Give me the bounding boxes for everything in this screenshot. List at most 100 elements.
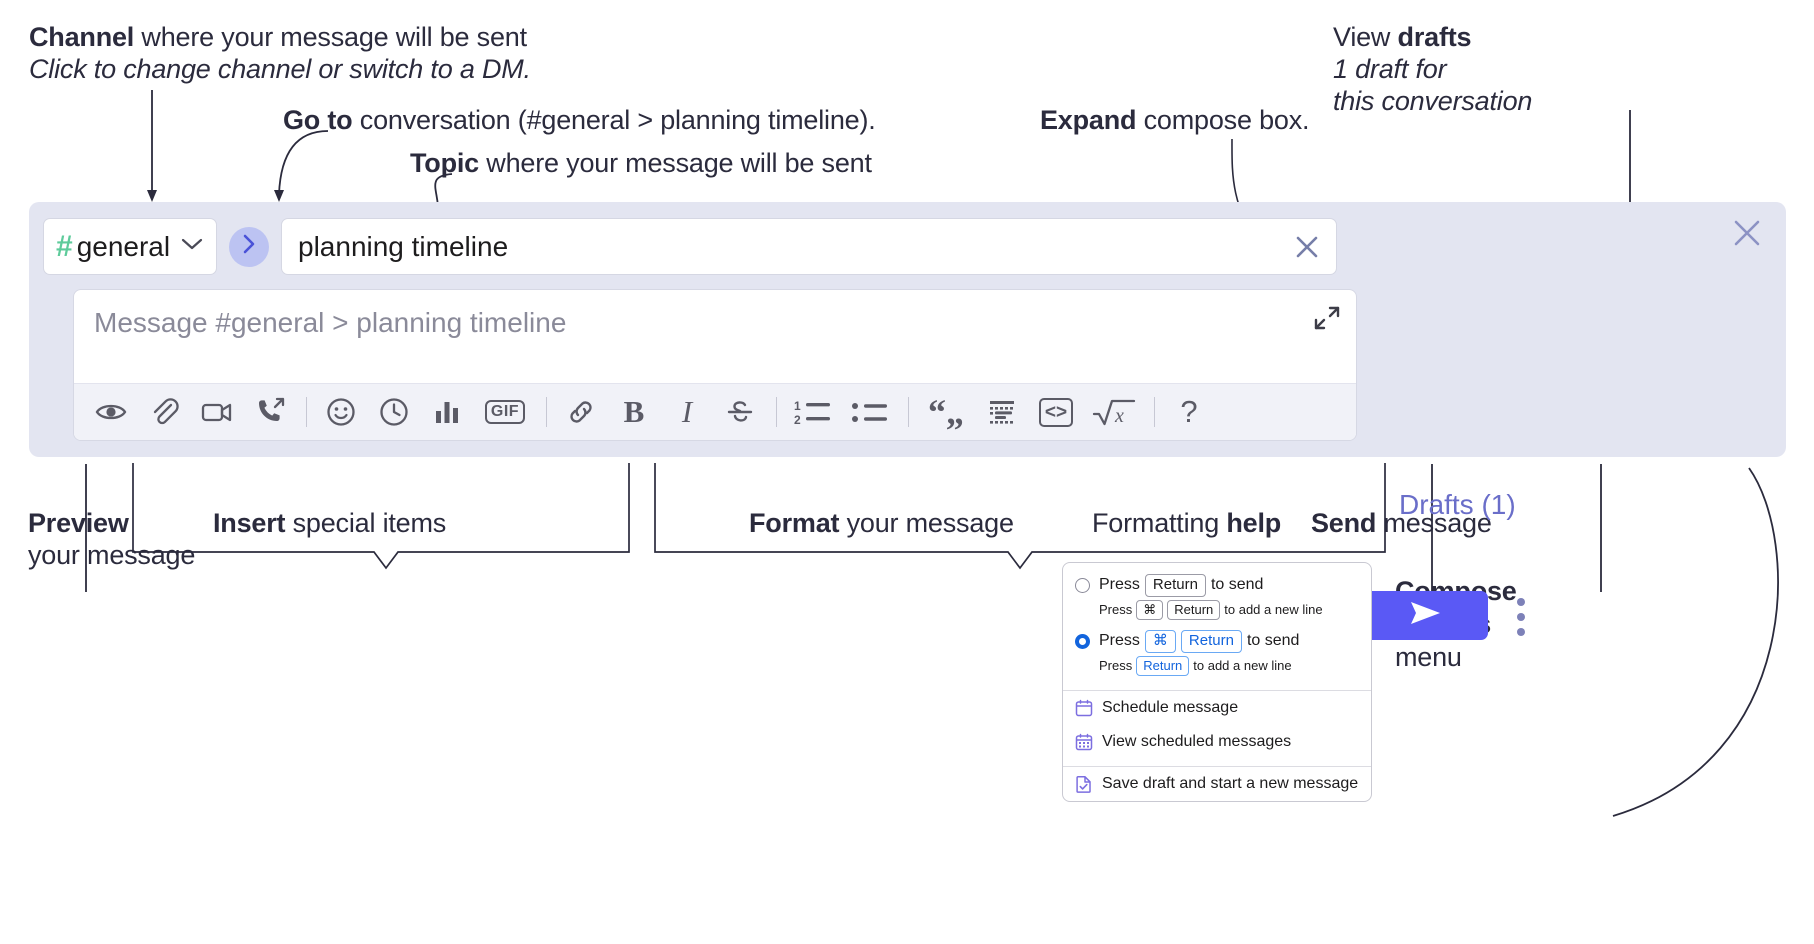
menu-item-label: Save draft and start a new message [1102, 775, 1359, 792]
annotation-drafts: View drafts 1 draft for this conversatio… [1333, 22, 1532, 118]
kebab-dot [1517, 598, 1525, 606]
message-compose-box[interactable]: Message #general > planning timeline [73, 289, 1357, 441]
toolbar-divider [546, 397, 547, 427]
blockquote-icon: “„ [928, 392, 964, 432]
radio-selected-icon[interactable] [1075, 633, 1090, 649]
code-snippet-button[interactable]: <> [1034, 391, 1078, 433]
toolbar-divider [776, 397, 777, 427]
italic-button[interactable]: I [666, 391, 708, 433]
poll-button[interactable] [426, 391, 468, 433]
key-return: Return [1167, 599, 1221, 620]
annotation-drafts-italic1: 1 draft for [1333, 53, 1447, 84]
annotation-formatting-help-bold: help [1226, 508, 1282, 538]
annotation-preview: Preview your message [28, 508, 195, 572]
calendar-schedule-icon [1075, 699, 1093, 717]
option-1-main: Press Return to send [1099, 574, 1263, 597]
annotation-expand-rest: compose box. [1136, 105, 1310, 135]
key-return: Return [1180, 630, 1242, 653]
kebab-dot [1517, 628, 1525, 636]
option-2-main: Press ⌘ Return to send [1099, 630, 1299, 653]
annotation-drafts-bold: drafts [1397, 22, 1472, 52]
annotation-send: Send message [1311, 508, 1492, 540]
channel-topic-row: # general planning timeline [43, 218, 1337, 275]
annotation-goto-rest: conversation (#general > planning timeli… [352, 105, 876, 135]
annotation-topic-rest: where your message will be sent [479, 148, 872, 178]
option-2-sub-pre: Press [1099, 658, 1133, 674]
blockquote-button[interactable]: “„ [922, 391, 970, 433]
topic-field[interactable]: planning timeline [281, 218, 1337, 275]
attach-button[interactable] [143, 391, 185, 433]
huddle-button[interactable] [249, 391, 291, 433]
gif-button[interactable]: GIF [479, 391, 531, 433]
option-2-post: to send [1246, 632, 1300, 650]
option-1-pre: Press [1099, 576, 1140, 594]
menu-item-label: View scheduled messages [1102, 733, 1292, 750]
key-return: Return [1136, 655, 1190, 676]
link-button[interactable] [560, 391, 602, 433]
svg-text:1: 1 [794, 399, 801, 413]
annotation-goto: Go to conversation (#general > planning … [283, 105, 876, 137]
math-button[interactable]: x [1089, 391, 1139, 433]
send-message-button[interactable] [1362, 591, 1488, 640]
menu-item-view-scheduled-messages[interactable]: View scheduled messages [1063, 725, 1371, 759]
compose-panel: # general planning timeline Message #gen… [29, 202, 1786, 640]
channel-selector[interactable]: # general [43, 218, 217, 275]
emoji-button[interactable] [320, 391, 362, 433]
option-press-return-to-send[interactable]: Press Return to send [1063, 571, 1371, 597]
preview-button[interactable] [90, 391, 132, 433]
topic-value: planning timeline [298, 230, 509, 262]
key-command: ⌘ [1144, 630, 1176, 653]
option-press-cmd-return-to-send[interactable]: Press ⌘ Return to send [1063, 627, 1371, 653]
strikethrough-button[interactable] [719, 391, 761, 433]
reminder-button[interactable] [373, 391, 415, 433]
menu-item-schedule-message[interactable]: Schedule message [1063, 691, 1371, 725]
chevron-down-icon [180, 237, 204, 256]
close-compose-panel-icon[interactable] [1730, 216, 1764, 255]
annotation-drafts-pre: View [1333, 22, 1398, 52]
code-block-button[interactable] [981, 391, 1023, 433]
menu-item-save-draft[interactable]: Save draft and start a new message [1063, 767, 1371, 801]
annotation-topic-bold: Topic [410, 148, 479, 178]
annotation-send-bold: Send [1311, 508, 1377, 538]
compose-options-menu: Press Return to send Press ⌘ Return to a… [1062, 562, 1372, 802]
annotation-preview-bold: Preview [28, 508, 129, 538]
radio-unselected-icon[interactable] [1075, 577, 1090, 593]
option-1-sub-pre: Press [1099, 602, 1133, 618]
annotation-insert-bold: Insert [213, 508, 286, 538]
option-2-sub-post: to add a new line [1193, 658, 1292, 674]
message-input-placeholder[interactable]: Message #general > planning timeline [94, 307, 567, 338]
annotation-channel-italic: Click to change channel or switch to a D… [29, 53, 531, 84]
option-2-sub: Press Return to add a new line [1063, 653, 1371, 683]
clear-topic-icon[interactable] [1292, 232, 1322, 262]
option-1-sub-post: to add a new line [1224, 602, 1323, 618]
toolbar-divider [908, 397, 909, 427]
option-1-sub: Press ⌘ Return to add a new line [1063, 597, 1371, 627]
annotation-format-bold: Format [749, 508, 840, 538]
option-2-pre: Press [1099, 632, 1140, 650]
key-return: Return [1144, 574, 1206, 597]
annotation-formatting-help-pre: Formatting [1092, 508, 1227, 538]
annotation-compose-options-rest: menu [1395, 641, 1462, 672]
annotation-expand-bold: Expand [1040, 105, 1137, 135]
annotation-channel-bold: Channel [29, 22, 135, 52]
compose-options-kebab-button[interactable] [1511, 598, 1531, 636]
annotation-format-rest: your message [839, 508, 1014, 538]
goto-conversation-button[interactable] [229, 226, 269, 267]
expand-compose-icon[interactable] [1311, 302, 1343, 339]
key-command: ⌘ [1136, 599, 1164, 620]
toolbar-divider [306, 397, 307, 427]
bold-icon: B [623, 394, 645, 429]
video-button[interactable] [196, 391, 238, 433]
annotation-insert-rest: special items [285, 508, 447, 538]
formatting-help-button[interactable]: ? [1168, 391, 1210, 433]
bulleted-list-button[interactable] [847, 391, 893, 433]
annotation-formatting-help: Formatting help [1092, 508, 1281, 540]
drafts-link[interactable]: Drafts (1) [1399, 489, 1516, 520]
bold-button[interactable]: B [613, 391, 655, 433]
hash-icon: # [56, 229, 73, 263]
annotation-channel-rest: where your message will be sent [134, 22, 527, 52]
